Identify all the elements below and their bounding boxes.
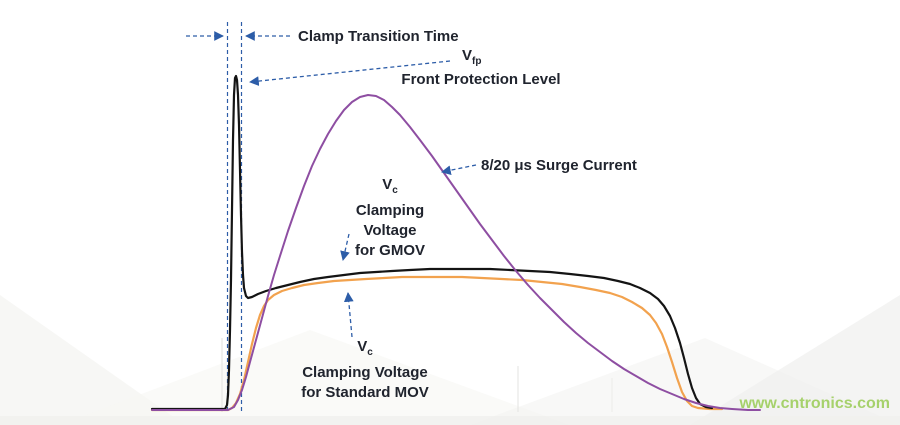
std-mov-symbol-line: Vc <box>292 337 438 363</box>
clamp-transition-label: Clamp Transition Time <box>298 28 459 45</box>
series-gmov-voltage <box>150 74 714 411</box>
gmov-label-block: Vc Clamping Voltage for GMOV <box>328 175 452 261</box>
gmov-subscript: c <box>392 185 398 196</box>
std-mov-symbol: V <box>357 338 368 355</box>
series-std-mov-voltage <box>150 275 724 412</box>
waveform-curves <box>150 74 761 412</box>
gmov-label-line2: for GMOV <box>355 242 425 259</box>
std-mov-label-line1: Clamping Voltage <box>302 364 428 381</box>
vfp-pointer-arrow <box>249 60 451 86</box>
gmov-pointer-arrow <box>340 233 350 261</box>
vfp-symbol-label: Vfp <box>462 46 481 72</box>
std-mov-pointer-arrow <box>343 292 354 338</box>
std-mov-subscript: c <box>367 347 373 358</box>
gmov-symbol: V <box>382 176 393 193</box>
vfp-desc-label: Front Protection Level <box>401 71 561 88</box>
gmov-label-line1: Clamping Voltage <box>355 202 425 239</box>
gmov-symbol-line: Vc <box>328 175 452 201</box>
std-mov-label-line2: for Standard MOV <box>301 384 429 401</box>
surge-current-label: 8/20 μs Surge Current <box>481 157 637 174</box>
watermark-text: www.cntronics.com <box>739 395 890 412</box>
annotation-arrows <box>186 31 477 338</box>
surge-pointer-arrow <box>441 164 477 176</box>
series-surge-current <box>151 94 761 411</box>
vfp-symbol: V <box>462 47 473 64</box>
transition-guide-lines <box>226 22 243 413</box>
vfp-subscript: fp <box>472 56 482 67</box>
std-mov-label-block: Vc Clamping Voltage for Standard MOV <box>292 337 438 403</box>
background-pattern <box>0 295 900 425</box>
